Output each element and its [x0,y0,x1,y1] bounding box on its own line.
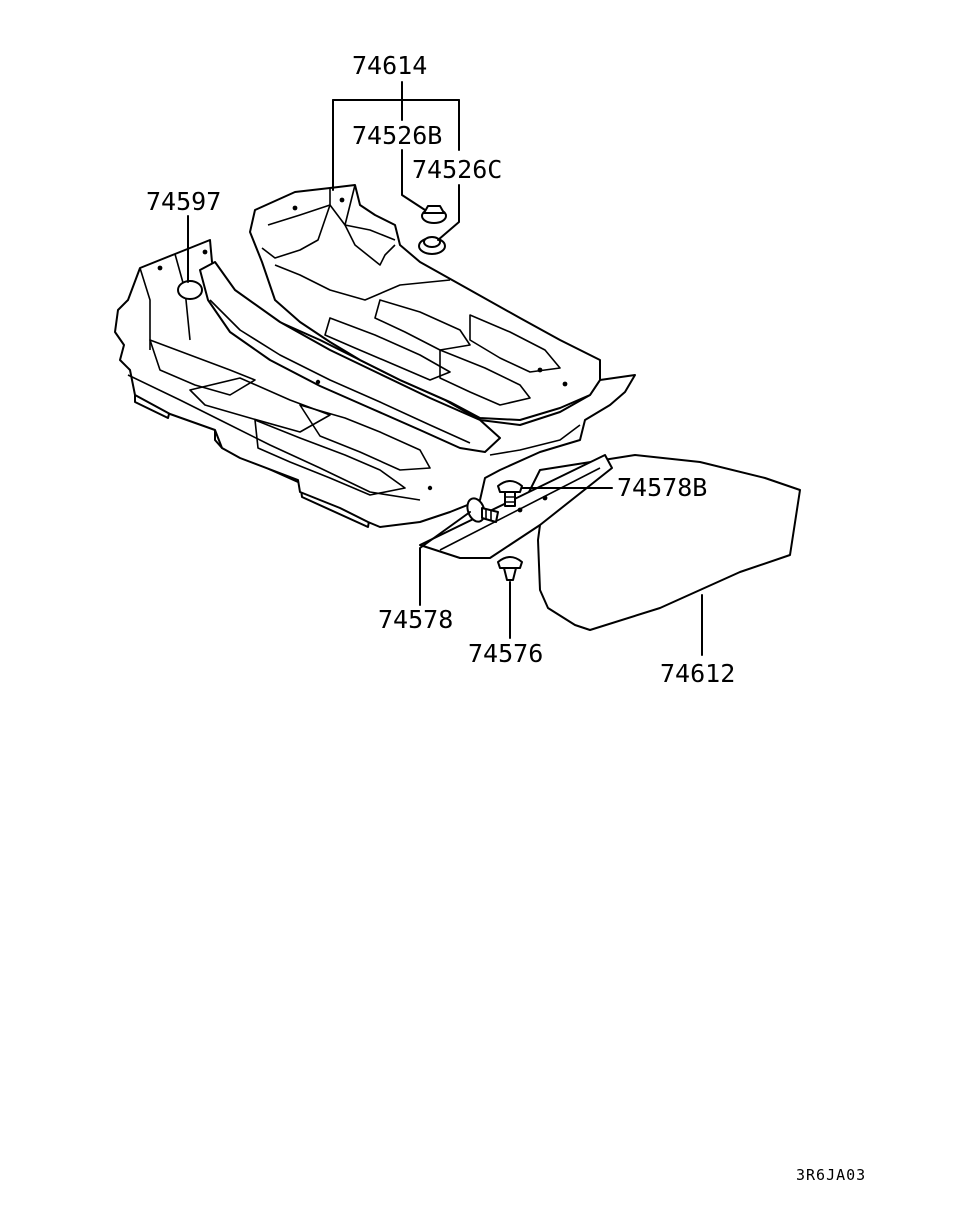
grommet-74526c [418,236,446,255]
clip-74578b [497,480,523,507]
leader-lines [187,81,703,656]
front-floor-mat [419,454,801,631]
callout-74526c: 74526C [412,155,502,184]
grommet-74597 [177,280,203,300]
callout-74526b: 74526B [352,121,442,150]
clip-74578 [466,497,499,523]
drawing-code: 3R6JA03 [796,1166,866,1184]
callout-74578b: 74578B [617,473,707,502]
callout-74576: 74576 [468,639,543,668]
floor-carpet-assembly [114,184,636,528]
grommet-74526b [421,205,447,224]
callout-74614: 74614 [352,51,427,80]
callout-74597: 74597 [146,187,221,216]
callout-74612: 74612 [660,659,735,688]
clip-74576 [497,556,523,581]
callout-74578: 74578 [378,605,453,634]
